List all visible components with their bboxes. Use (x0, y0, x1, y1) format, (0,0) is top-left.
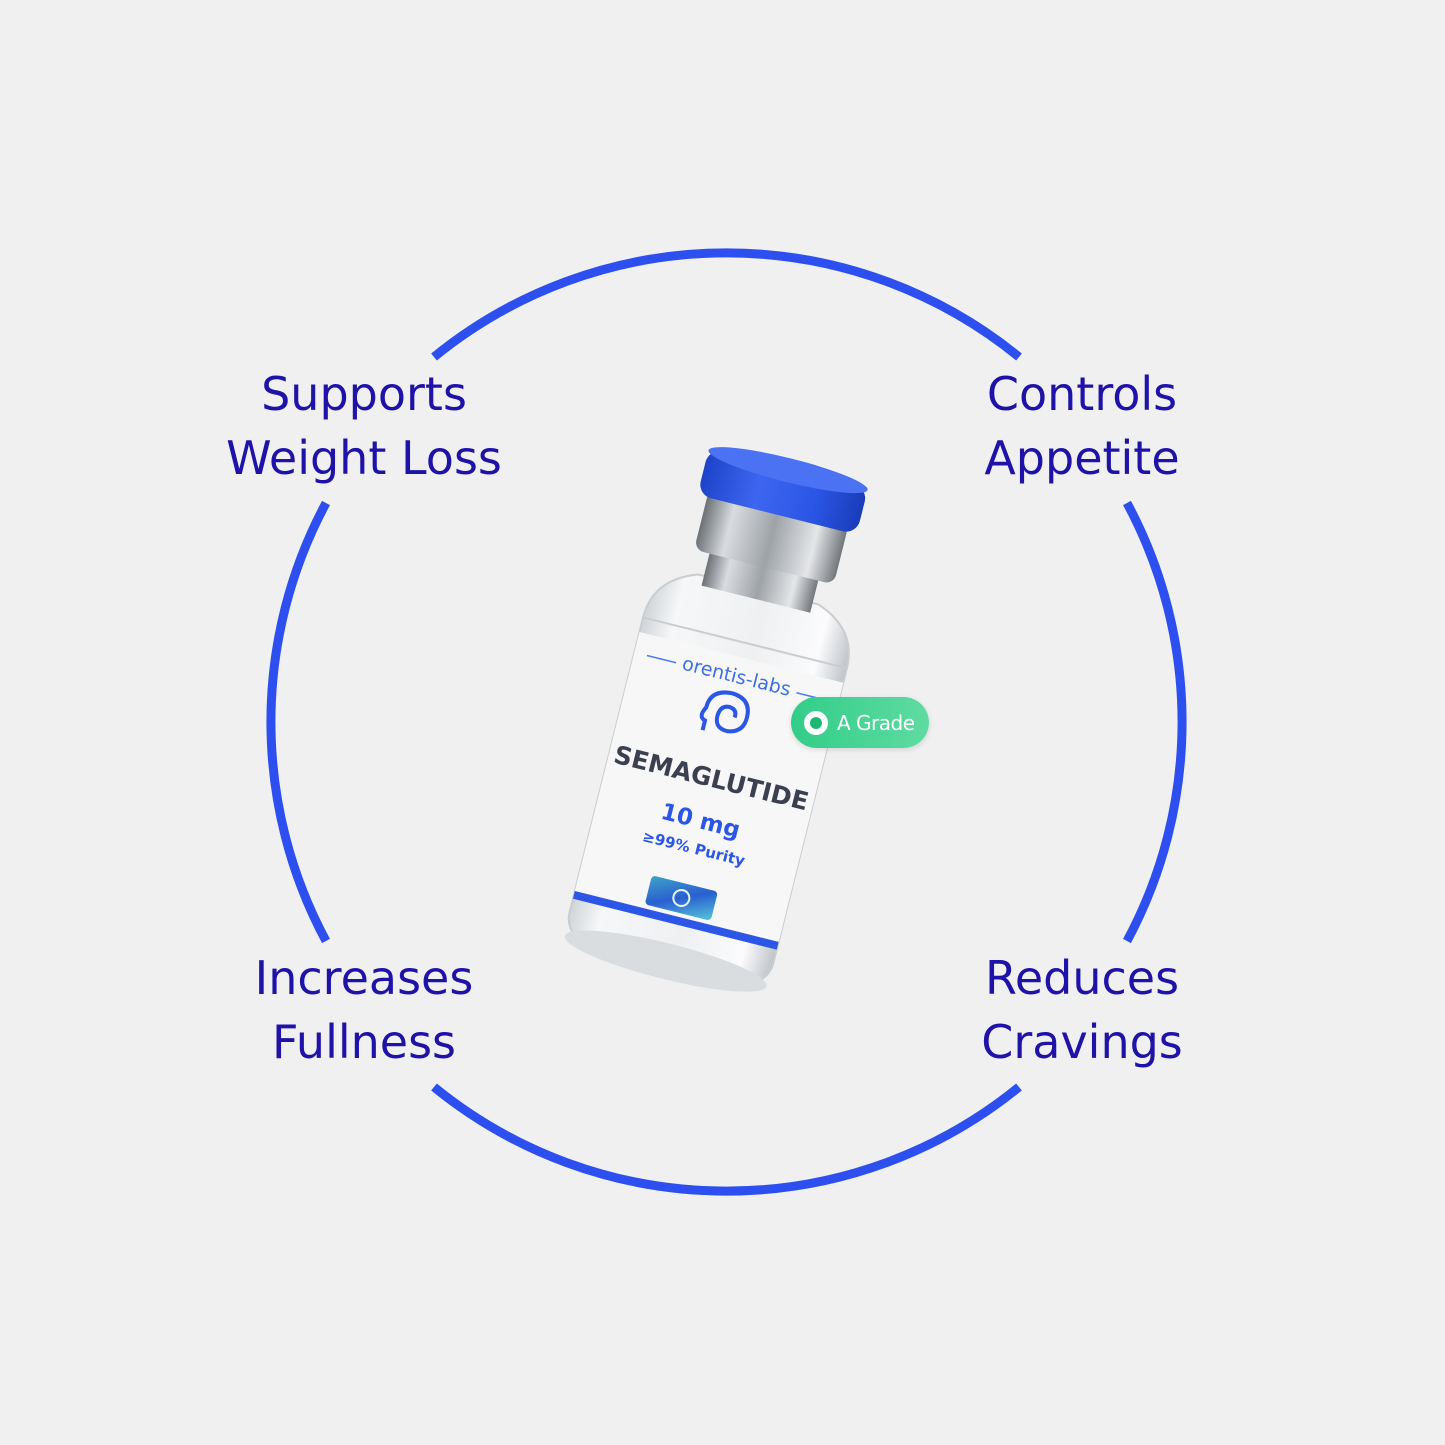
product-vial (564, 447, 868, 992)
ring-arc-right (1123, 500, 1187, 944)
grade-badge: A Grade (791, 697, 929, 748)
ring-arc-top (431, 248, 1022, 361)
benefit-increases-fullness: Increases Fullness (254, 951, 474, 1069)
status-dot-icon (804, 710, 828, 735)
ring-arc-bottom (431, 1083, 1022, 1196)
head-spiral-icon (699, 690, 750, 734)
benefit-controls-appetite: Controls Appetite (984, 367, 1180, 485)
benefit-reduces-cravings: Reduces Cravings (981, 951, 1183, 1069)
grade-badge-label: A Grade (837, 710, 915, 735)
benefit-supports-weight-loss: Supports Weight Loss (226, 367, 502, 485)
ring-arc-left (266, 500, 330, 944)
